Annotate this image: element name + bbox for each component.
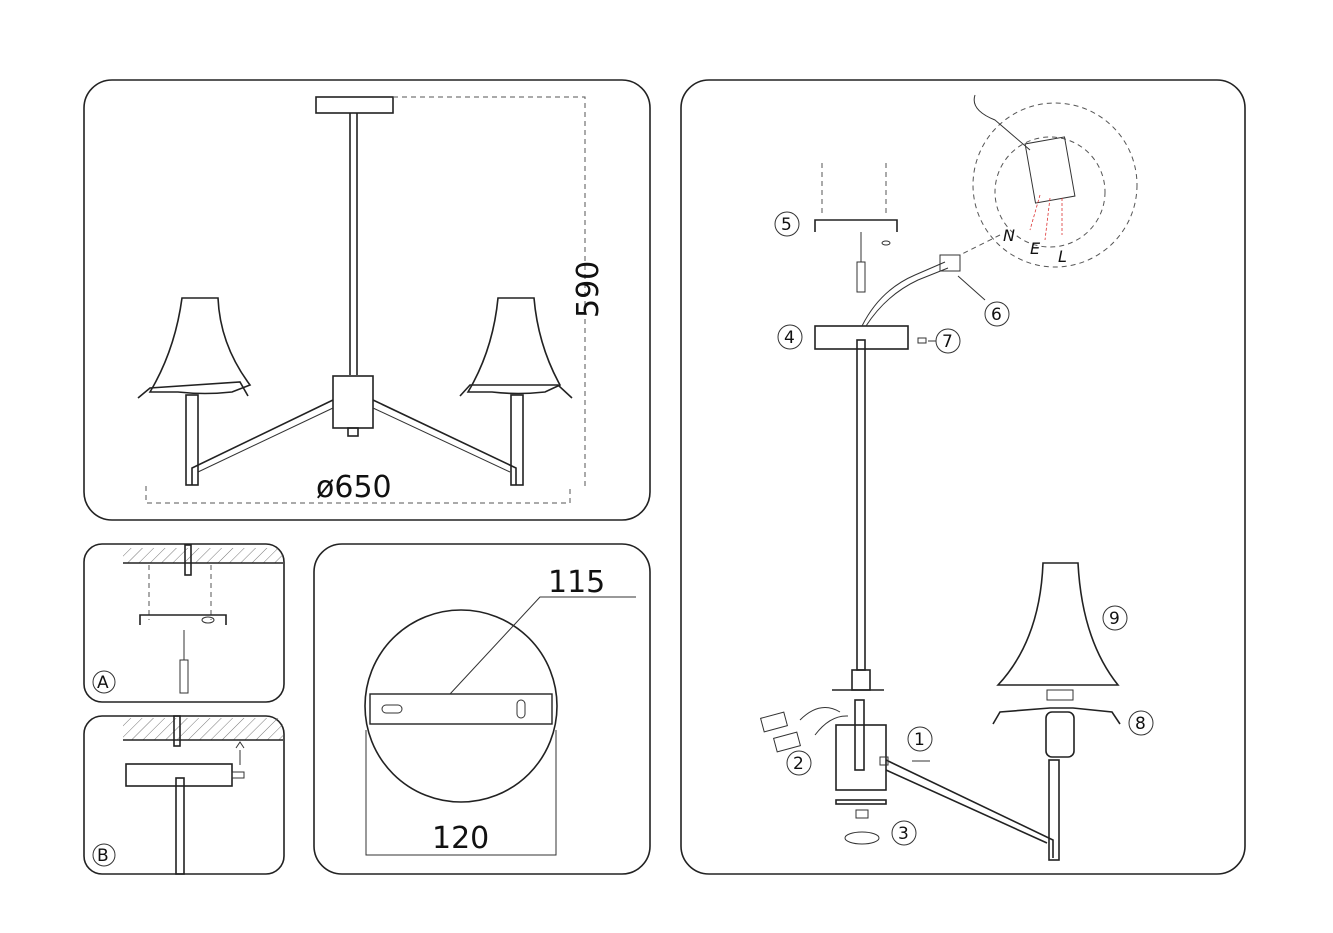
screwdriver-icon [856,232,866,293]
step-9-marker: 9 [1109,609,1120,629]
diameter-dimension-label: ø650 [316,470,392,505]
step-2-marker: 2 [793,754,804,774]
step-7-marker: 7 [942,332,953,352]
step-6-marker: 6 [991,305,1002,325]
step-markers: 1 2 3 4 5 6 7 8 9 [774,211,1154,846]
overview-panel: 590 ø650 [83,79,651,521]
step-b-marker: B [97,846,109,866]
right-shade [459,297,573,486]
step-8-marker: 8 [1135,714,1146,734]
step-a-marker: A [97,673,109,693]
mounting-bracket [369,693,553,725]
bracket-length-label: 115 [548,565,605,600]
wiring-detail: N E L [959,94,1138,268]
canopy-diameter-label: 120 [432,821,489,856]
step-5-marker: 5 [781,215,792,235]
canopy-plate [814,325,909,350]
left-shade [137,297,252,486]
step-b-panel: B [83,715,285,875]
step-4-marker: 4 [784,328,795,348]
lamp-shade [992,562,1121,758]
step-3-marker: 3 [898,824,909,844]
step-1-marker: 1 [914,730,925,750]
canopy-detail-panel: 115 120 [313,543,651,875]
live-label: L [1058,247,1067,266]
assembly-panel: N E L 1 2 3 4 5 6 7 8 9 [680,79,1246,875]
neutral-label: N [1003,226,1015,245]
step-a-panel: A [83,543,285,703]
canopy [315,96,394,114]
earth-label: E [1030,239,1041,258]
height-dimension-label: 590 [571,261,606,318]
screwdriver-icon [179,630,189,694]
